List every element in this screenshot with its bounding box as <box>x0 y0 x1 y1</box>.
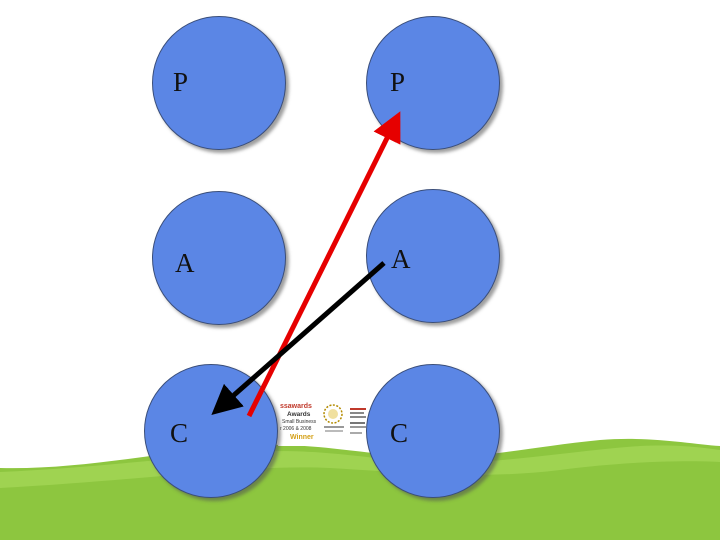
logo-line-5: Winner <box>290 434 314 441</box>
node-label: A <box>175 248 195 278</box>
node-a-left: A <box>152 191 286 325</box>
arrow-c-to-p <box>246 111 401 418</box>
node-p-right: P <box>366 16 500 150</box>
logo-line-4: r 2006 & 2008 <box>280 426 312 432</box>
node-label: C <box>390 418 409 448</box>
node-a-right: A <box>366 189 500 323</box>
node-label: P <box>173 67 189 97</box>
node-label: C <box>170 418 189 448</box>
award-logos-image: ssawards Awards Small Business r 2006 & … <box>278 400 366 446</box>
logo-line-3: Small Business <box>282 419 317 425</box>
arrow-a-to-c <box>211 261 386 415</box>
node-p-left: P <box>152 16 286 150</box>
node-label: A <box>391 244 411 274</box>
logo-line-1: ssawards <box>280 403 312 410</box>
node-c-right: C <box>366 364 500 498</box>
logo-line-2: Awards <box>287 411 311 418</box>
node-label: P <box>390 67 406 97</box>
node-c-left: C <box>144 364 278 498</box>
